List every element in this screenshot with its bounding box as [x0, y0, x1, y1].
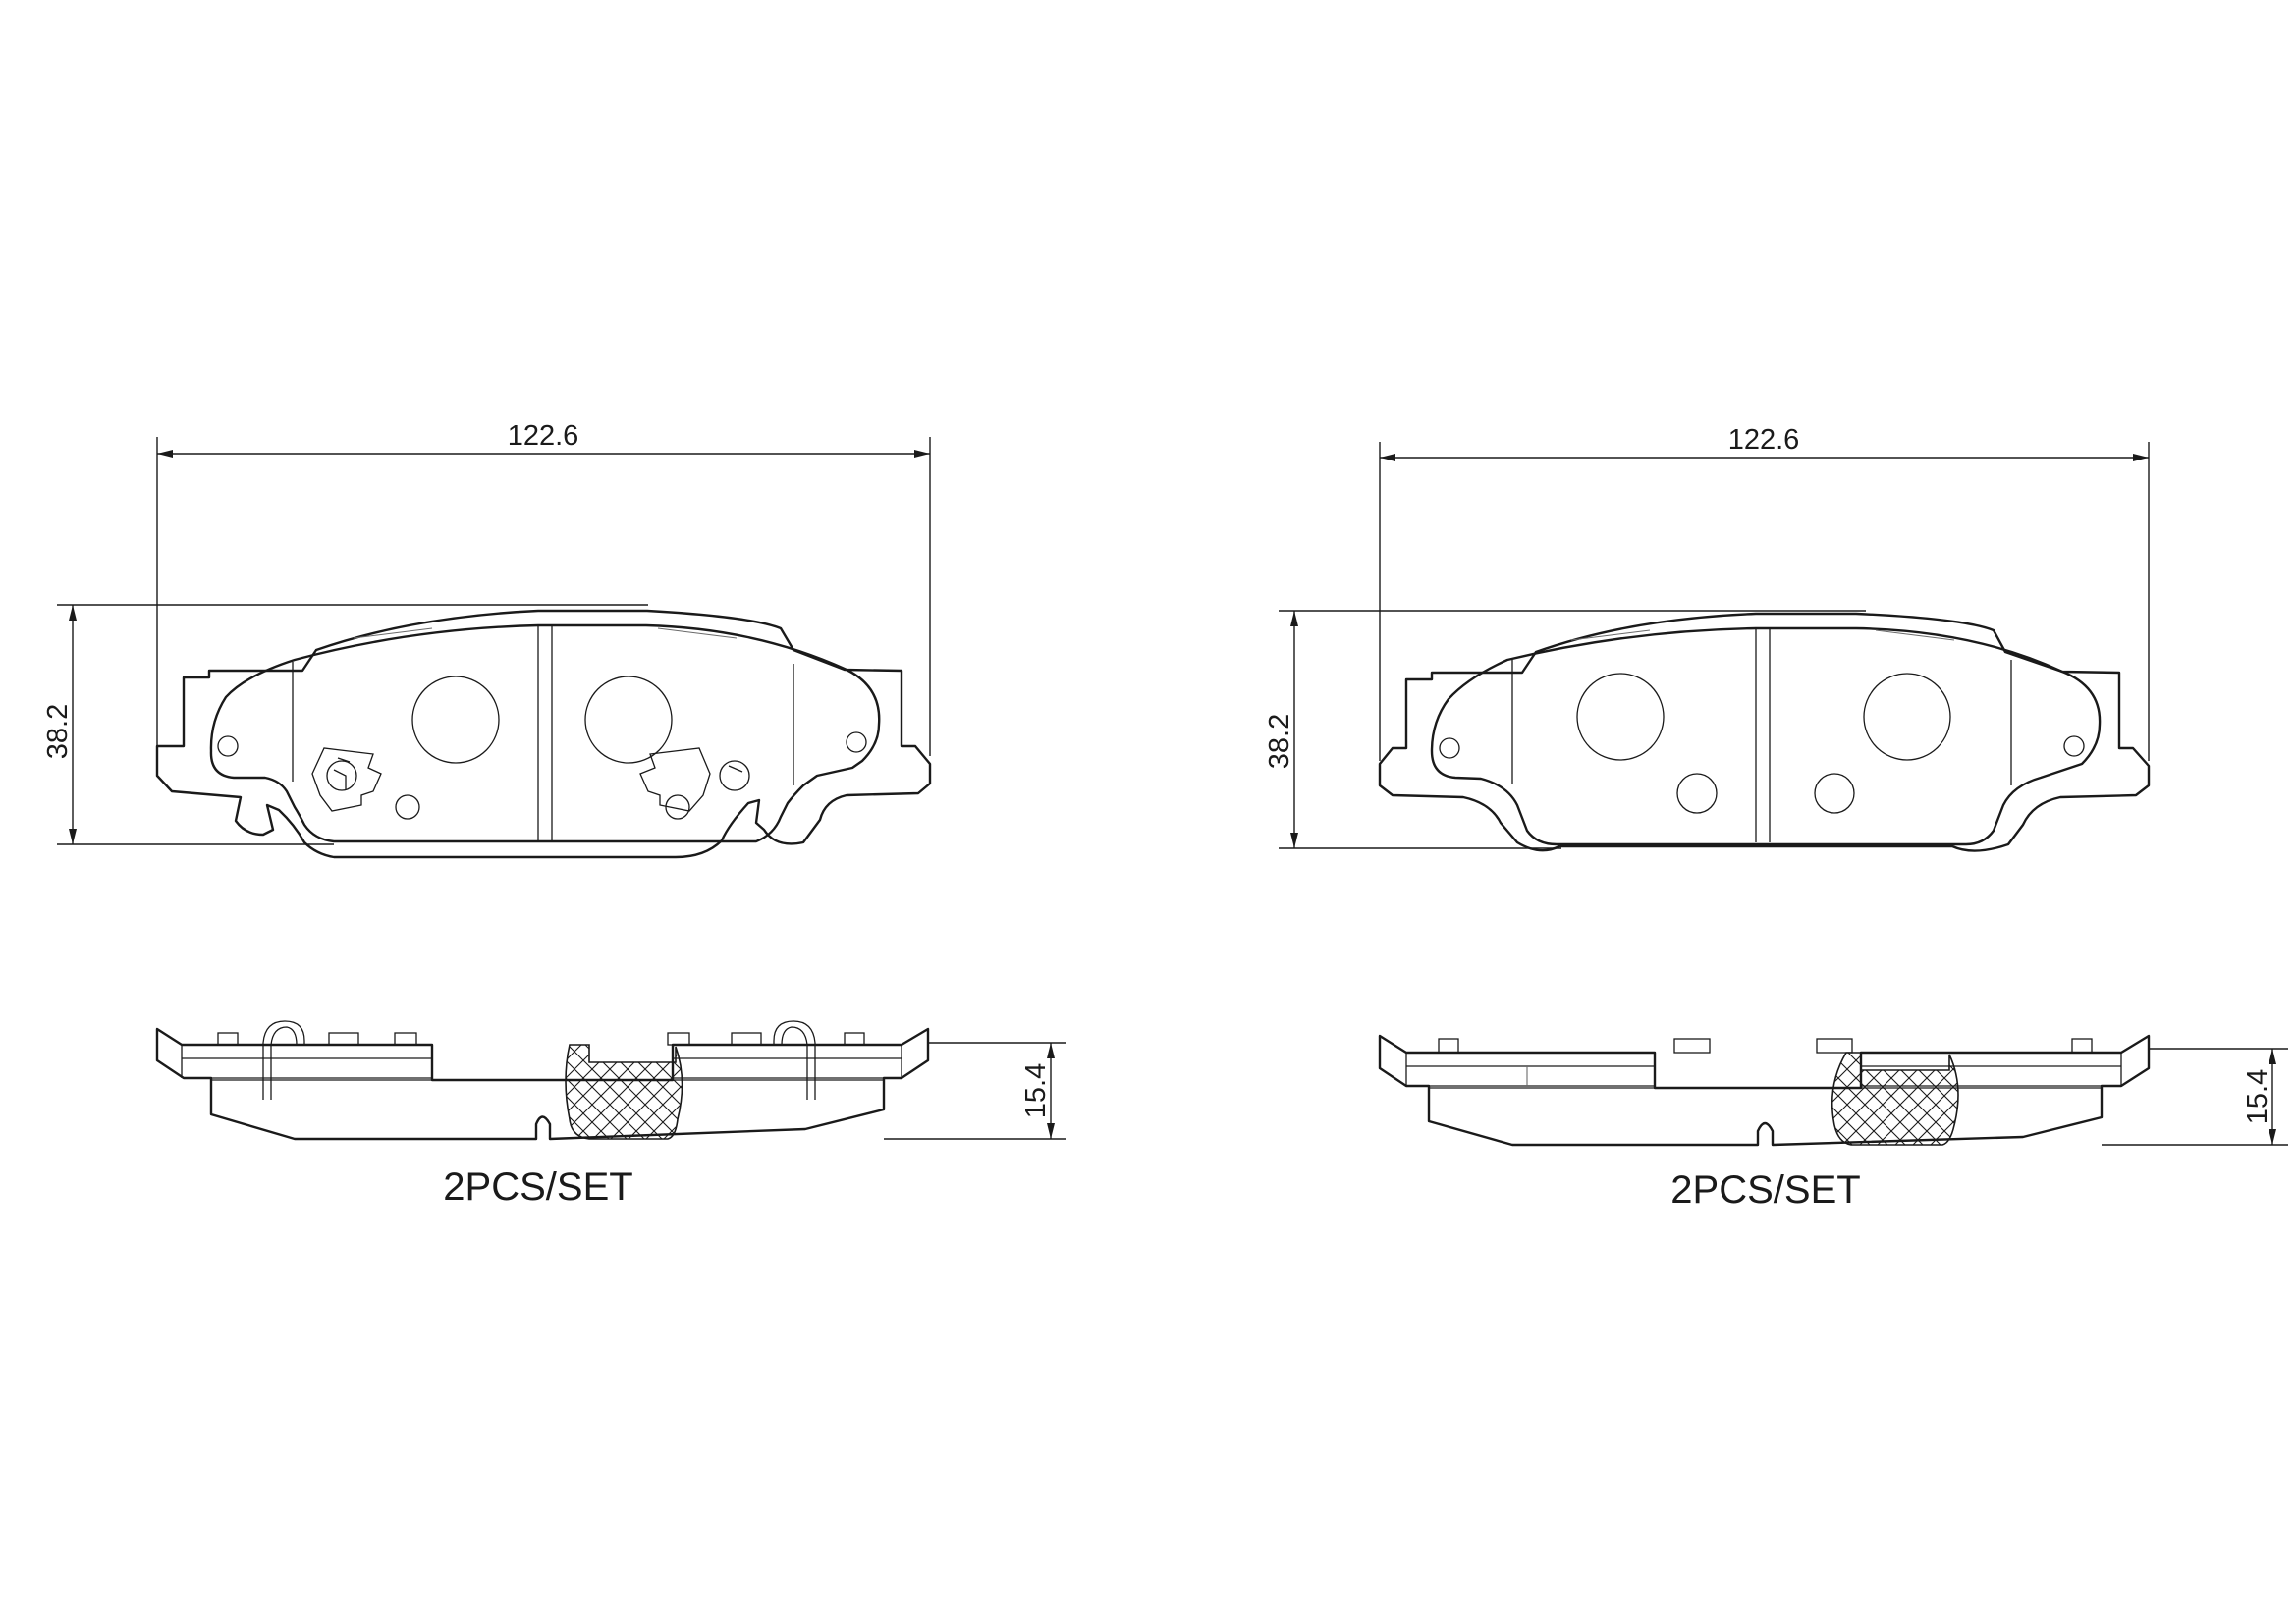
right-height-label: 38.2 [1264, 714, 1295, 769]
left-set-caption: 2PCS/SET [443, 1165, 632, 1209]
left-width-dimension: 122.6 [156, 420, 931, 756]
right-width-label: 122.6 [1728, 424, 1800, 456]
right-thickness-dimension: 15.4 [2102, 1048, 2288, 1146]
right-clip-bracket [639, 747, 750, 812]
right-pad-front-view [1378, 612, 2151, 852]
left-thickness-dimension: 15.4 [884, 1042, 1066, 1140]
left-height-dimension: 38.2 [42, 604, 648, 845]
right-thickness-label: 15.4 [2242, 1069, 2273, 1124]
left-width-label: 122.6 [508, 420, 579, 452]
left-clip-bracket [311, 747, 382, 812]
right-set-caption: 2PCS/SET [1670, 1168, 1860, 1212]
right-pad-side-view [1378, 1034, 2151, 1147]
left-thickness-label: 15.4 [1020, 1063, 1052, 1118]
right-height-dimension: 38.2 [1264, 610, 1866, 849]
left-pad-side-view [155, 1020, 930, 1141]
right-width-dimension: 122.6 [1379, 424, 2150, 761]
left-height-label: 38.2 [42, 704, 74, 759]
left-pad-front-view [155, 609, 932, 859]
